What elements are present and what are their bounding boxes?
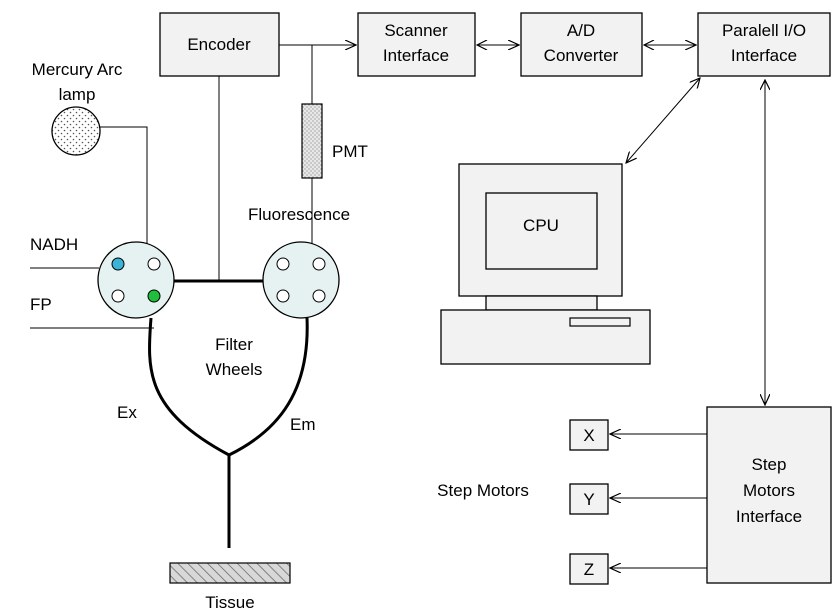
ex-label: Ex [117, 403, 137, 422]
motor-y-label: Y [583, 490, 594, 509]
smi-label-line3: Interface [736, 507, 802, 526]
scanner-label-line2: Interface [383, 46, 449, 65]
scanner-label-line1: Scanner [384, 21, 448, 40]
mercury-arc-lamp [51, 106, 101, 156]
lamp-to-wheel-line [100, 126, 148, 248]
tissue-sample [169, 562, 291, 584]
motor-x-label: X [583, 426, 594, 445]
pio-label-line2: Interface [731, 46, 797, 65]
fluorescence-label: Fluorescence [248, 205, 350, 224]
computer: CPU [440, 163, 651, 365]
smi-label-line1: Step [752, 455, 787, 474]
emission-filter-wheel [262, 241, 340, 319]
step-motors-interface-box: Step Motors Interface [706, 406, 832, 584]
filter-slot [147, 257, 161, 271]
scanner-interface-box: Scanner Interface [357, 12, 476, 77]
filter-wheels-label-line1: Filter [215, 335, 253, 354]
cpu-label: CPU [523, 216, 559, 235]
ad-label-line2: Converter [544, 46, 619, 65]
excitation-filter-wheel [97, 241, 175, 319]
nadh-filter [111, 257, 125, 271]
pmt-label: PMT [332, 142, 368, 161]
monitor-stand [485, 295, 598, 311]
pmt-tube [301, 103, 323, 179]
filter-wheels-label-line2: Wheels [206, 360, 263, 379]
motor-z-box: Z [569, 553, 609, 585]
filter-slot [276, 289, 290, 303]
motor-x-box: X [569, 419, 609, 451]
filter-slot [312, 257, 326, 271]
parallel-io-interface-box: Paralell I/O Interface [697, 12, 831, 77]
pio-label-line1: Paralell I/O [722, 21, 806, 40]
pio-cpu-arrow [626, 78, 700, 163]
motor-z-label: Z [584, 560, 594, 579]
filter-slot [312, 289, 326, 303]
smi-label-line2: Motors [743, 481, 795, 500]
tissue-label: Tissue [205, 593, 254, 612]
excitation-fiber [148, 317, 230, 457]
lamp-label-line1: Mercury Arc [32, 60, 123, 79]
fp-filter [147, 289, 161, 303]
em-label: Em [290, 415, 316, 434]
monitor-screen [485, 192, 598, 270]
step-motors-label: Step Motors [437, 481, 529, 500]
filter-slot [111, 289, 125, 303]
filter-slot [276, 257, 290, 271]
ad-label-line1: A/D [567, 21, 595, 40]
ad-converter-box: A/D Converter [520, 12, 643, 77]
motor-y-box: Y [569, 483, 609, 515]
emission-fiber [228, 317, 309, 457]
encoder-label: Encoder [187, 35, 251, 54]
disk-drive-slot [569, 317, 631, 327]
encoder-box: Encoder [159, 12, 280, 77]
nadh-label: NADH [30, 235, 78, 254]
fp-label: FP [30, 295, 52, 314]
lamp-label-line2: lamp [59, 85, 96, 104]
